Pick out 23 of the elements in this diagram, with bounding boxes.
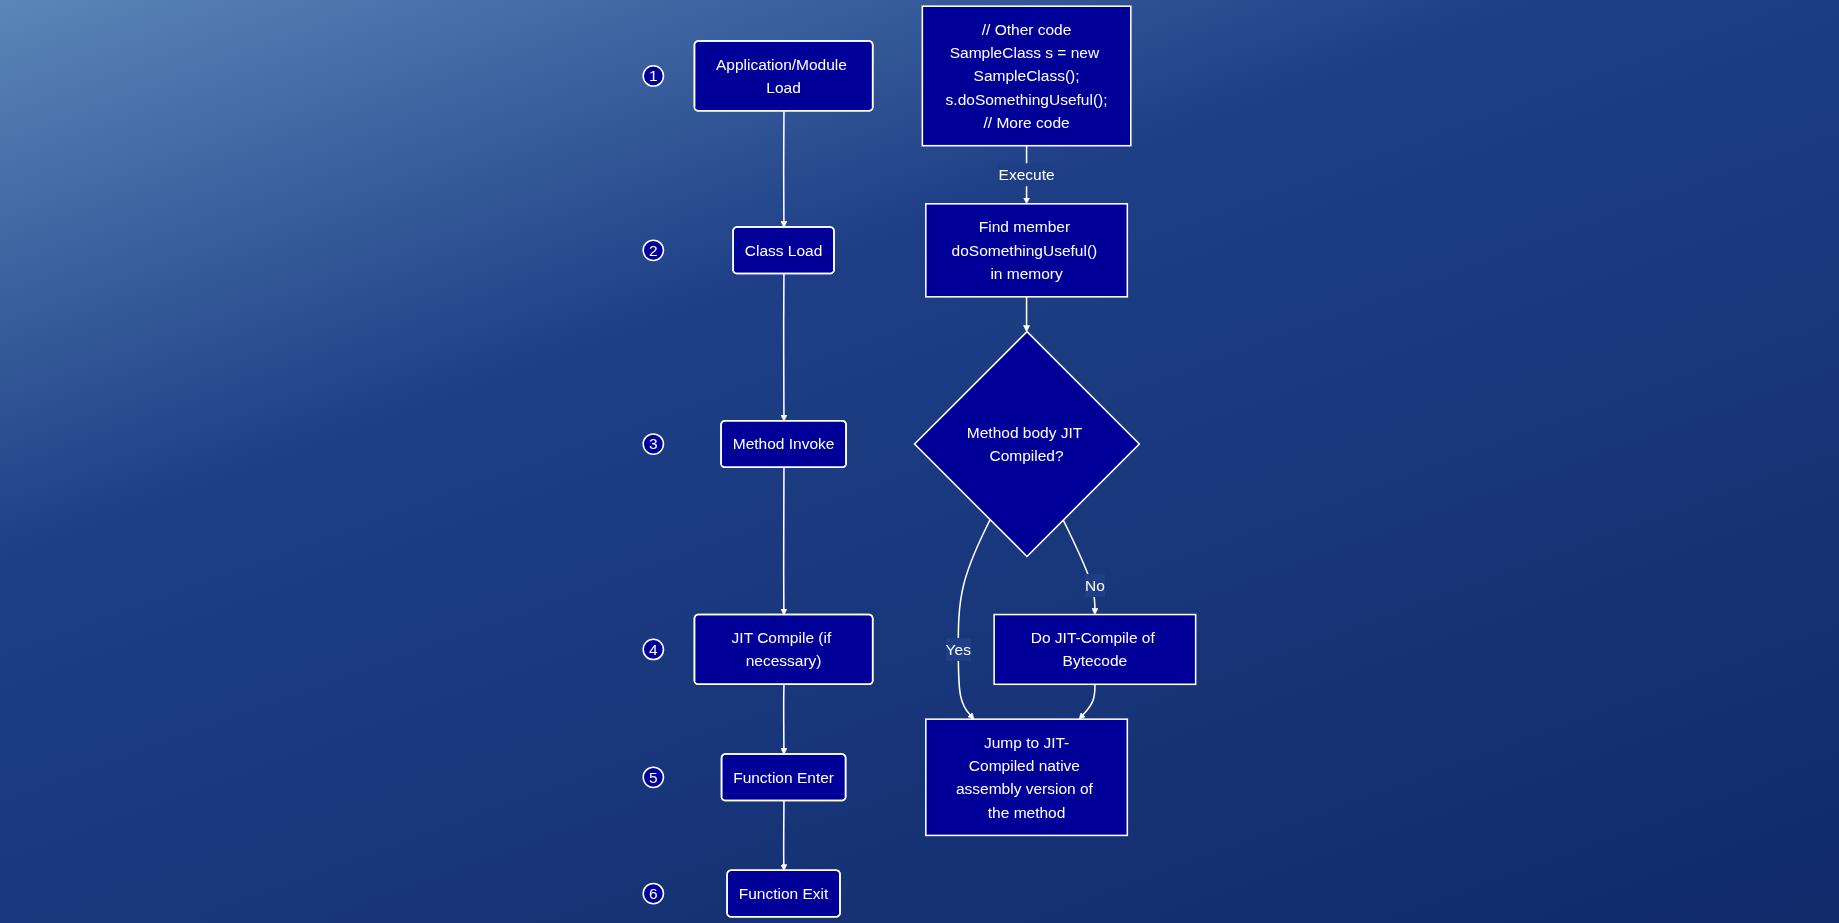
arrow [1078,683,1096,720]
arrow [1023,296,1031,332]
arrow [780,800,788,871]
arrow [780,110,788,228]
edge-label: No [1085,576,1105,595]
node-circle: 2 [642,239,665,262]
arrow [957,519,991,720]
node-circle: 6 [642,882,665,905]
node-circle: 4 [642,638,665,661]
arrow [1062,519,1099,615]
edge-label: Execute [998,166,1055,184]
node-box: // Other code SampleClass s = new SampleClass(); s.doSomethingUseful(); // More code [921,5,1132,147]
node-diamond: Method body JIT Compiled? [913,330,1141,558]
node-box: Do JIT-Compile of Bytecode [993,613,1197,686]
edge-label: Yes [945,640,971,658]
arrow [780,683,788,755]
node-box: Find member doSomethingUseful() in memory [925,203,1129,298]
arrow [780,466,788,616]
node-circle: 5 [642,766,665,789]
node-circle: 3 [642,433,665,455]
arrow [780,273,788,422]
node-box: Jump to JIT-Compiled native assembly version of the method [925,718,1129,837]
node-circle: 1 [642,65,665,87]
